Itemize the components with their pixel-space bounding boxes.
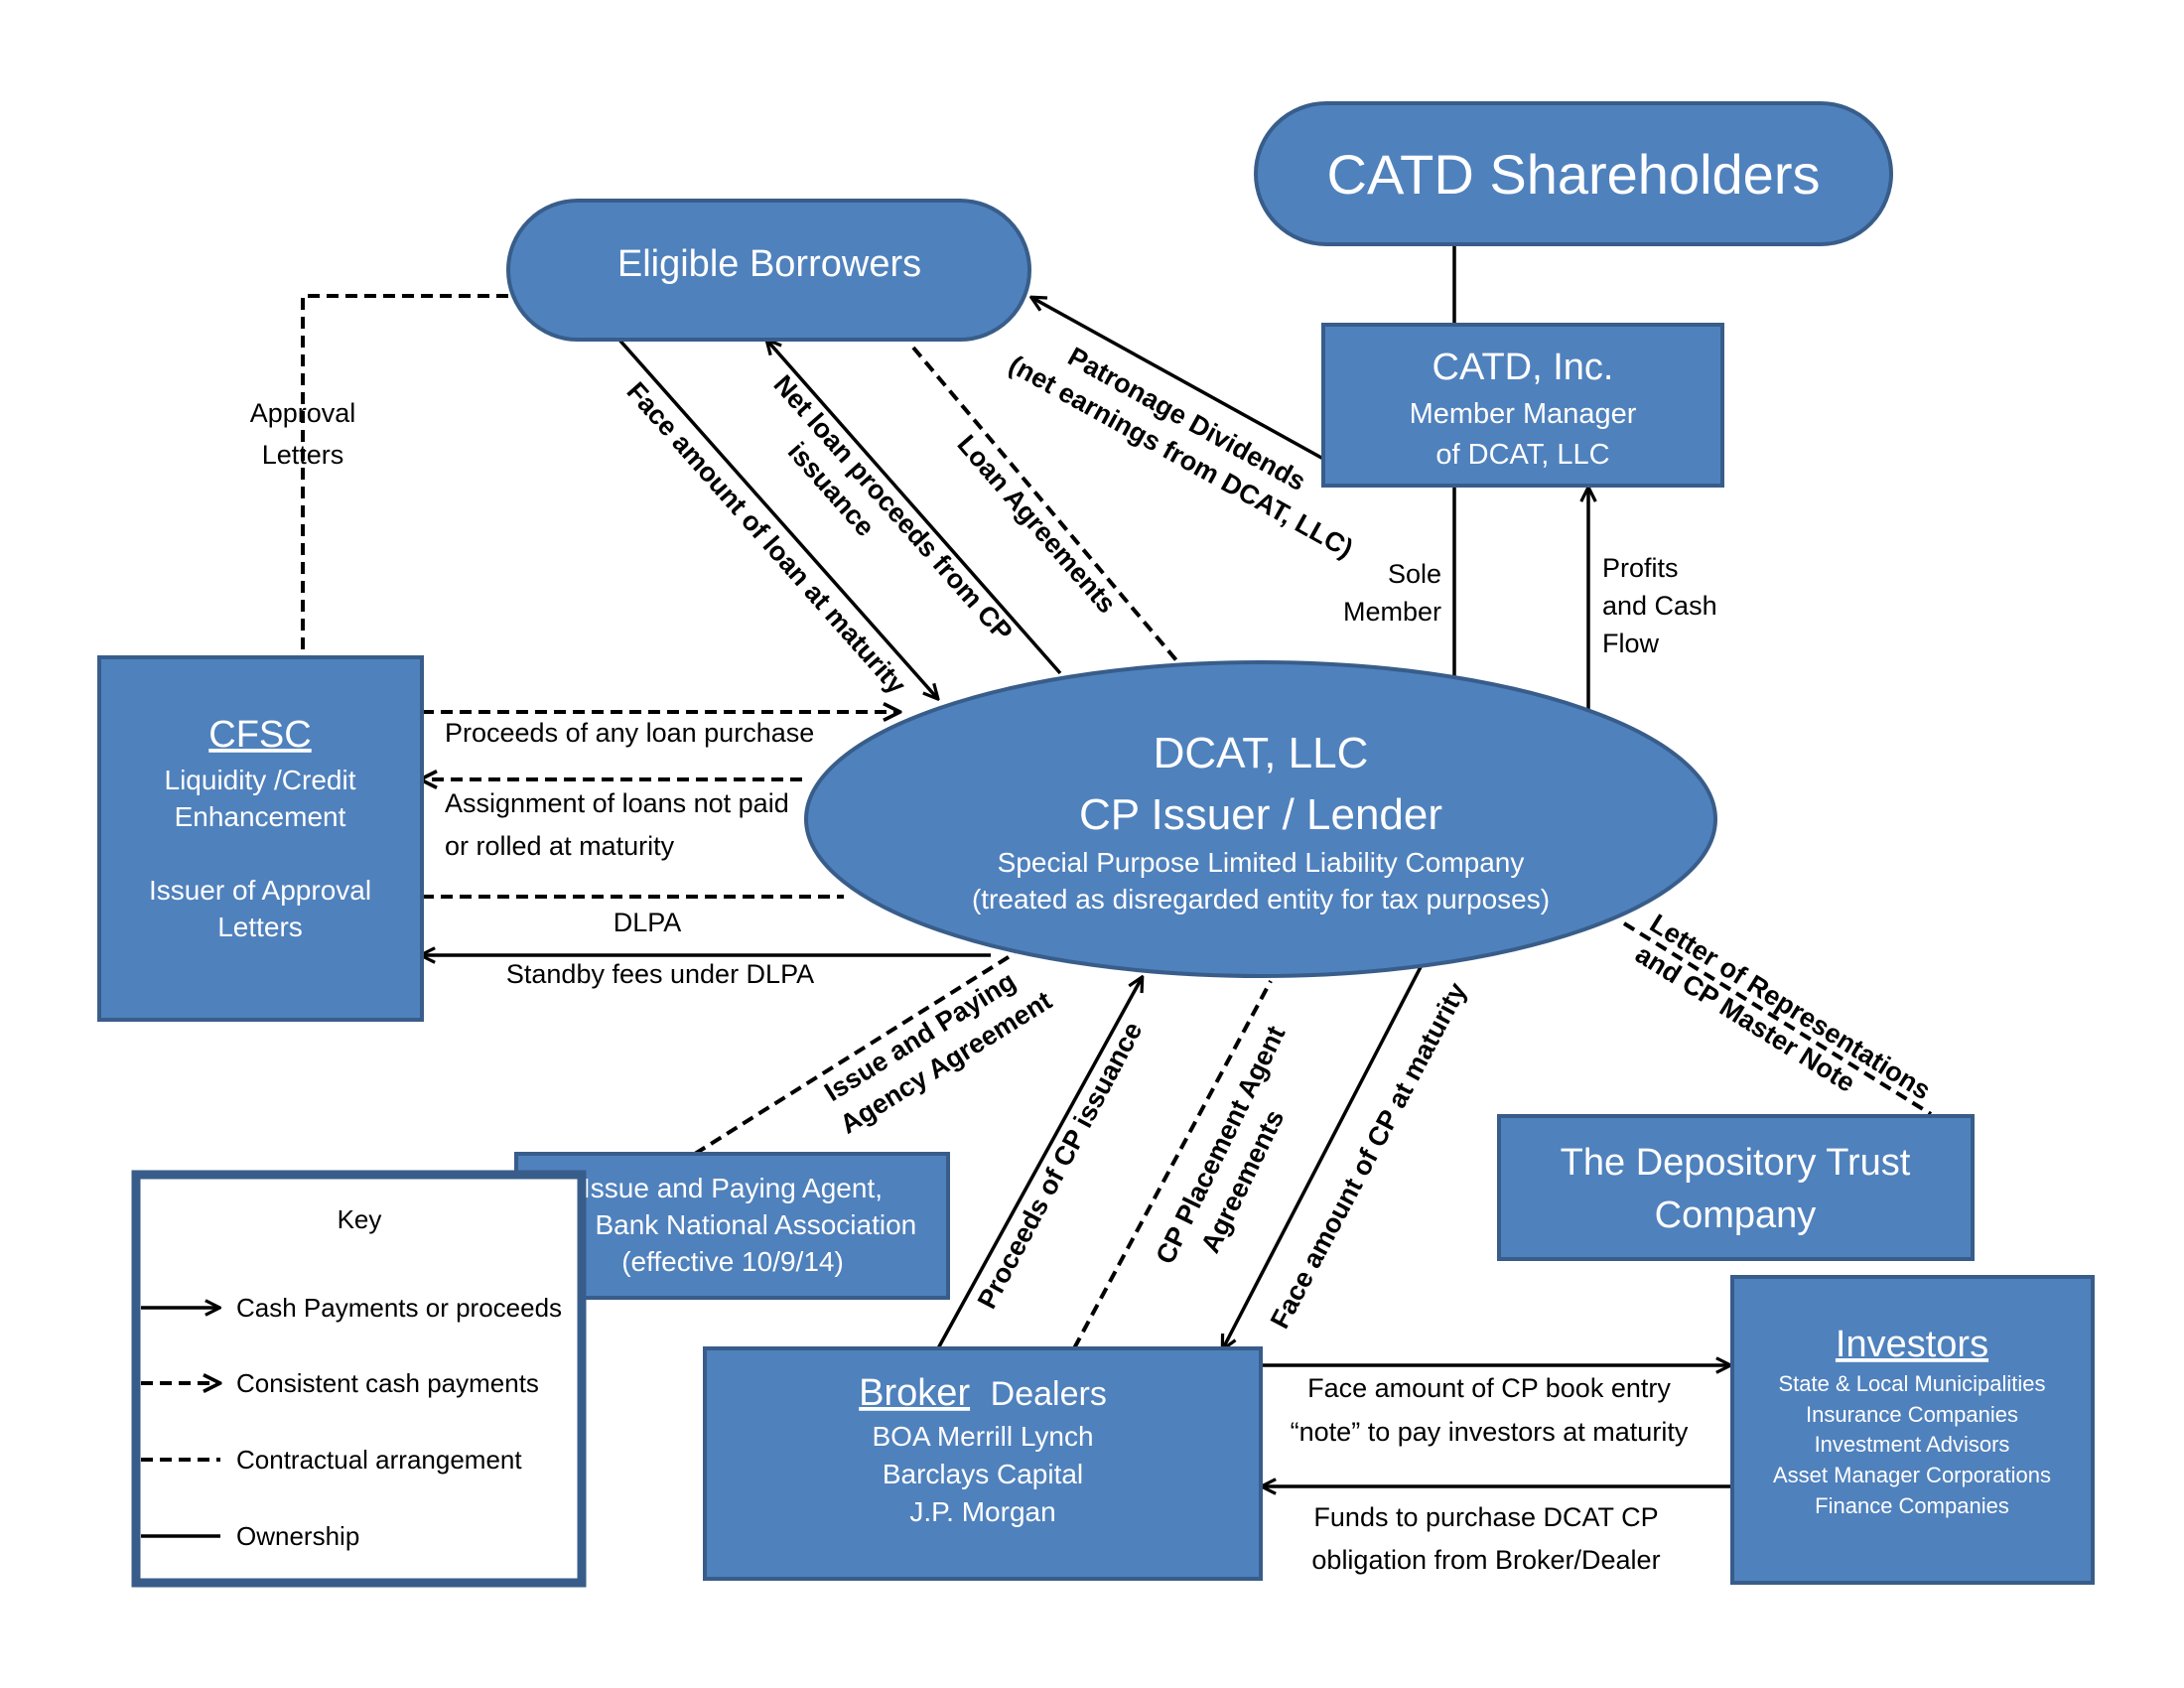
face-loan-label: Face amount of loan at maturity (621, 376, 912, 699)
dtc-line2: Company (1655, 1195, 1817, 1236)
cfsc-node: CFSC Liquidity /Credit Enhancement Issue… (97, 655, 424, 1022)
svg-text:Broker Dealers: Broker Dealers (859, 1372, 1107, 1414)
legend-box: Key Cash Payments or proceeds Consistent… (131, 1170, 587, 1588)
catd-line1: Member Manager (1410, 398, 1637, 430)
legend-item: Ownership (236, 1521, 359, 1551)
cfsc-line1: Liquidity /Credit (165, 765, 356, 795)
proceeds-cp-label: Proceeds of CP issuance (972, 1017, 1149, 1314)
face-cp-label: Face amount of CP at maturity (1265, 978, 1472, 1334)
eligible-borrowers-node: Eligible Borrowers (506, 199, 1031, 342)
catd-inc-node: CATD, Inc. Member Manager of DCAT, LLC (1321, 323, 1724, 488)
approval-letters-label: Letters (262, 440, 344, 470)
legend-item: Consistent cash payments (236, 1368, 539, 1398)
cfsc-line3: Issuer of Approval (149, 875, 371, 906)
placement-line (1072, 980, 1273, 1349)
catd-line2: of DCAT, LLC (1435, 439, 1609, 471)
face-loan-arrow (615, 336, 937, 698)
cfsc-line4: Letters (217, 912, 303, 942)
legend-item: Cash Payments or proceeds (236, 1293, 562, 1323)
dcat-title1: DCAT, LLC (1154, 729, 1369, 777)
face-cp-arrow (1223, 964, 1424, 1348)
approval-letters-line (301, 294, 508, 657)
broker-title-a: Broker (859, 1372, 970, 1414)
catd-title: CATD, Inc. (1433, 347, 1614, 388)
catd-shareholders-node: CATD Shareholders (1254, 101, 1893, 246)
broker-title-b: Dealers (991, 1375, 1107, 1413)
shareholders-title: CATD Shareholders (1327, 143, 1821, 206)
investors-item: Finance Companies (1815, 1493, 2009, 1518)
investors-item: Asset Manager Corporations (1773, 1463, 2051, 1487)
funds-label: obligation from Broker/Dealer (1311, 1545, 1660, 1575)
loan-agreements-line (911, 346, 1178, 662)
investors-item: Insurance Companies (1806, 1402, 2018, 1427)
proceeds-purchase-label: Proceeds of any loan purchase (445, 718, 814, 748)
sole-member-label: Member (1343, 597, 1441, 627)
funds-label: Funds to purchase DCAT CP (1313, 1502, 1658, 1532)
broker-line1: BOA Merrill Lynch (872, 1421, 1093, 1452)
proceeds-cp-arrow (936, 978, 1142, 1349)
dcat-line1: Special Purpose Limited Liability Compan… (998, 847, 1525, 878)
letter-line (1622, 921, 1933, 1116)
ipa-agreement-line (693, 951, 1017, 1156)
investors-node: Investors State & Local Municipalities I… (1730, 1275, 2095, 1585)
profits-label: and Cash (1602, 591, 1717, 621)
profits-label: Flow (1602, 629, 1660, 658)
dcat-title2: CP Issuer / Lender (1079, 790, 1442, 839)
investors-item: Investment Advisors (1815, 1432, 2010, 1457)
net-loan-label: Net loan proceeds from CP (768, 369, 1019, 646)
legend-title: Key (338, 1204, 382, 1234)
dcat-line2: (treated as disregarded entity for tax p… (972, 884, 1550, 914)
dtc-line1: The Depository Trust (1561, 1142, 1911, 1184)
ipa-line2: US Bank National Association (549, 1209, 916, 1240)
profits-label: Profits (1602, 553, 1679, 583)
borrowers-title: Eligible Borrowers (617, 243, 921, 285)
approval-letters-label: Approval (250, 398, 356, 428)
broker-line3: J.P. Morgan (909, 1496, 1055, 1527)
assignment-label: Assignment of loans not paid (445, 788, 789, 818)
sole-member-label: Sole (1388, 559, 1441, 589)
book-entry-label: “note” to pay investors at maturity (1291, 1417, 1689, 1447)
book-entry-label: Face amount of CP book entry (1307, 1373, 1671, 1403)
ipa-line1: Issue and Paying Agent, (583, 1173, 883, 1203)
broker-line2: Barclays Capital (883, 1459, 1083, 1489)
investors-item: State & Local Municipalities (1778, 1371, 2045, 1396)
dcat-llc-node: DCAT, LLC CP Issuer / Lender Special Pur… (804, 660, 1717, 978)
cfsc-line2: Enhancement (175, 801, 346, 832)
patronage-arrow (1032, 298, 1324, 461)
standby-label: Standby fees under DLPA (506, 959, 814, 989)
letter-label: Letter of Representations (1645, 909, 1936, 1106)
investors-title: Investors (1836, 1324, 1988, 1365)
broker-dealers-node: Broker Dealers BOA Merrill Lynch Barclay… (703, 1346, 1263, 1581)
assignment-label: or rolled at maturity (445, 831, 675, 861)
net-loan-arrow (767, 341, 1062, 675)
depository-trust-node: The Depository Trust Company (1497, 1114, 1975, 1261)
cfsc-title: CFSC (208, 714, 311, 756)
ipa-line3: (effective 10/9/14) (621, 1246, 844, 1277)
legend-item: Contractual arrangement (236, 1445, 522, 1475)
dlpa-label: DLPA (614, 908, 682, 937)
